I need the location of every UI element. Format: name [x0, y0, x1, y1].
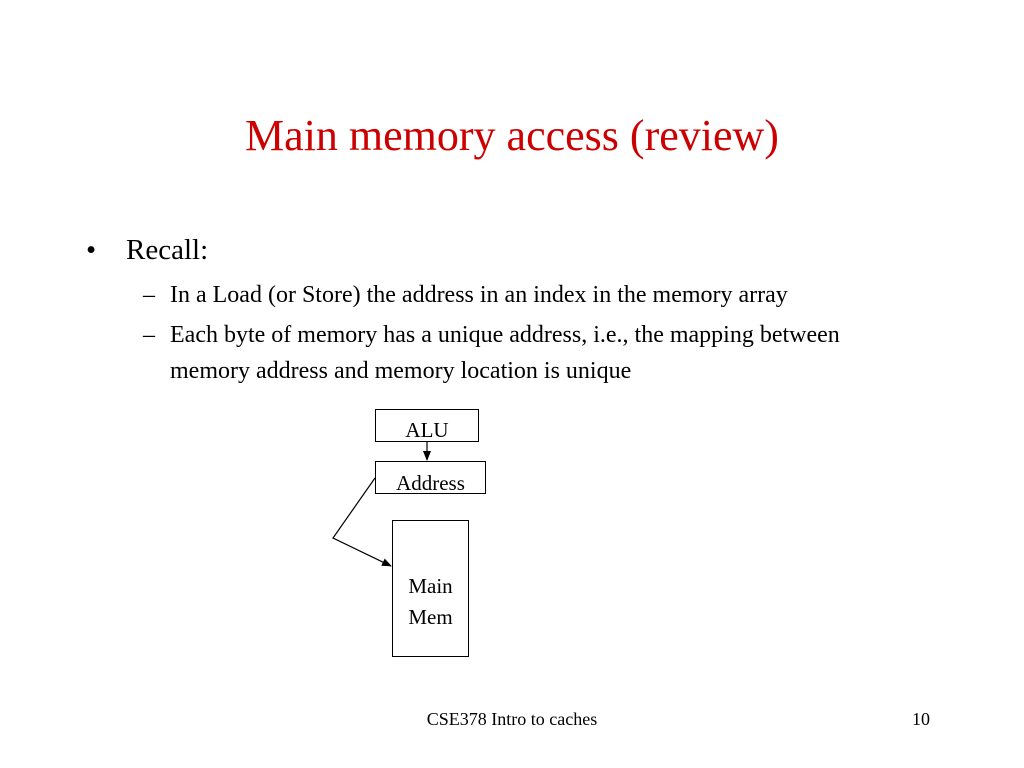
alu-label: ALU — [405, 418, 449, 442]
bullet-text: Recall: — [126, 234, 209, 266]
page-number: 10 — [912, 709, 930, 729]
address-box: Address — [375, 461, 486, 495]
main-memory-box: Main Mem — [392, 520, 469, 657]
sub-item-marker: – — [143, 282, 155, 308]
address-label: Address — [396, 471, 465, 495]
main-memory-label-line1: Main — [408, 574, 453, 598]
sub-item-text: In a Load (or Store) the address in an i… — [170, 282, 788, 308]
slide-title: Main memory access (review) — [245, 111, 779, 160]
sub-item-text: Each byte of memory has a unique address… — [170, 322, 840, 384]
sub-item-marker: – — [143, 322, 155, 348]
bullet-marker: • — [86, 234, 97, 266]
footer-text: CSE378 Intro to caches — [426, 709, 598, 729]
alu-box: ALU — [375, 409, 479, 442]
main-memory-label-line2: Mem — [408, 605, 453, 629]
